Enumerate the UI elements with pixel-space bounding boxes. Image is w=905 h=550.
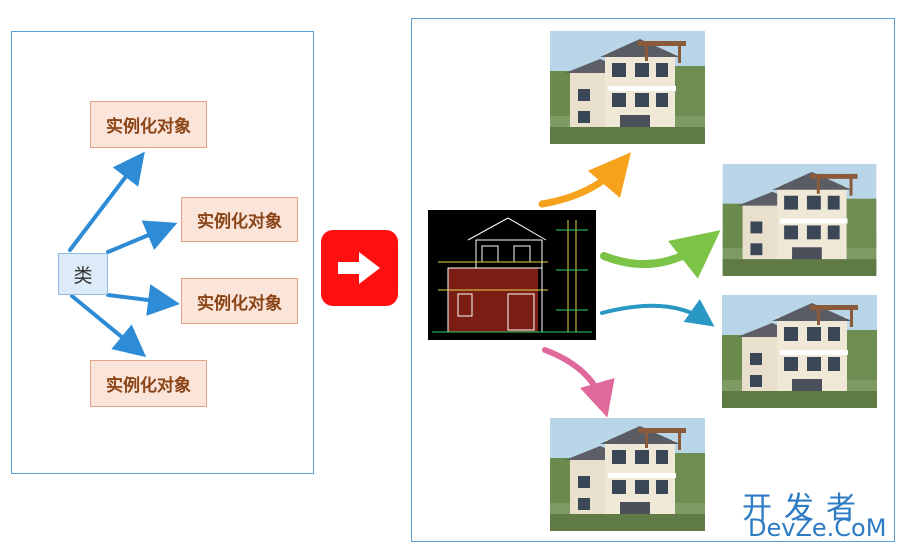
- instance-object-box: 实例化对象: [181, 278, 298, 324]
- house-blueprint-image: [428, 210, 596, 340]
- class-box: 类: [58, 253, 108, 295]
- house-photo-image: [722, 295, 877, 408]
- house-photo-image: [722, 164, 877, 276]
- class-to-object-arrow-4: [70, 294, 147, 358]
- right-arrow-icon: [321, 230, 398, 306]
- class-to-object-arrow-1: [68, 151, 145, 252]
- watermark-site: DevZe.CoM: [748, 514, 887, 542]
- blueprint-to-house-arrow-2: [600, 230, 721, 279]
- watermark-logo: 开发者: [742, 491, 868, 526]
- blueprint-to-house-arrow-3: [600, 299, 715, 327]
- instance-object-box: 实例化对象: [181, 197, 298, 242]
- class-to-object-arrow-3: [106, 284, 180, 316]
- instance-object-box: 实例化对象: [90, 101, 207, 148]
- class-to-object-arrow-2: [106, 220, 178, 254]
- blueprint-to-house-arrow-1: [538, 152, 632, 208]
- blueprint-to-house-arrow-4: [542, 347, 615, 418]
- house-photo-image: [550, 31, 705, 144]
- house-photo-image: [550, 418, 705, 531]
- instance-object-box: 实例化对象: [90, 360, 207, 407]
